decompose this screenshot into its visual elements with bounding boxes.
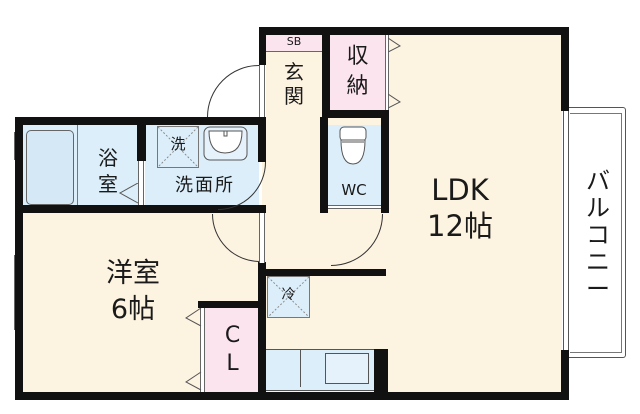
ldk-size: 12帖 <box>427 209 493 243</box>
ldk-name: LDK <box>431 173 489 207</box>
wall-fridge-top <box>258 269 386 276</box>
entrance-room <box>266 52 322 117</box>
wall-right-lower <box>561 350 569 400</box>
wall-wc-left <box>320 117 328 213</box>
bath-door-icon <box>118 183 139 204</box>
storage-door-swing-icon <box>388 37 401 109</box>
bath-label: 浴 室 <box>98 146 118 196</box>
wall-left <box>15 117 23 400</box>
entrance-door-frame <box>259 65 265 117</box>
shoebox-label: SB <box>286 35 302 48</box>
closet-door-swing-icon <box>185 307 202 391</box>
wall-closet-top <box>198 301 264 308</box>
balcony <box>568 107 626 358</box>
bath-divider <box>77 125 78 205</box>
western-room-size: 6帖 <box>110 294 156 325</box>
storage-door[interactable] <box>385 35 389 110</box>
bathtub-icon <box>26 130 74 205</box>
kitchen-counter-divider <box>300 349 301 387</box>
kitchen-sink-icon <box>325 353 369 384</box>
toilet-icon <box>339 126 367 165</box>
washroom-door-frame <box>138 160 144 205</box>
closet-door[interactable] <box>200 306 205 394</box>
wall-kitchen-end <box>374 349 388 400</box>
closet-label: C L <box>224 323 241 376</box>
wall-top <box>259 27 569 35</box>
wall-entrance-right <box>322 27 330 117</box>
fridge-label: 冷 <box>281 287 296 303</box>
wc-door-frame <box>327 205 381 209</box>
wall-wash-right <box>258 117 266 162</box>
western-room-name: 洋室 <box>106 258 160 289</box>
wall-storage-bottom <box>322 110 388 118</box>
wall-western-right <box>258 262 266 400</box>
balcony-label: バ ル コ ニ ー <box>586 167 610 303</box>
closet-room <box>205 306 260 394</box>
balcony-inner-line <box>570 113 622 353</box>
storage-room <box>330 35 385 110</box>
washer-space <box>157 126 199 168</box>
washer-label: 洗 <box>170 135 186 153</box>
wall-bath-wash <box>137 117 146 161</box>
wall-wet-bottom <box>15 205 266 213</box>
sink-icon <box>203 126 248 161</box>
wc-label: WC <box>341 181 367 199</box>
western-door-frame <box>259 213 265 263</box>
fridge-space <box>267 276 310 318</box>
storage-label: 収 納 <box>346 44 369 99</box>
wall-wc-right <box>381 110 389 213</box>
wall-right-upper <box>561 27 569 111</box>
shoebox <box>266 35 322 52</box>
ldk-balcony-window[interactable] <box>563 110 569 353</box>
wall-entrance-left <box>259 27 266 65</box>
wall-bottom <box>15 392 569 400</box>
entrance-label: 玄 関 <box>284 60 304 108</box>
